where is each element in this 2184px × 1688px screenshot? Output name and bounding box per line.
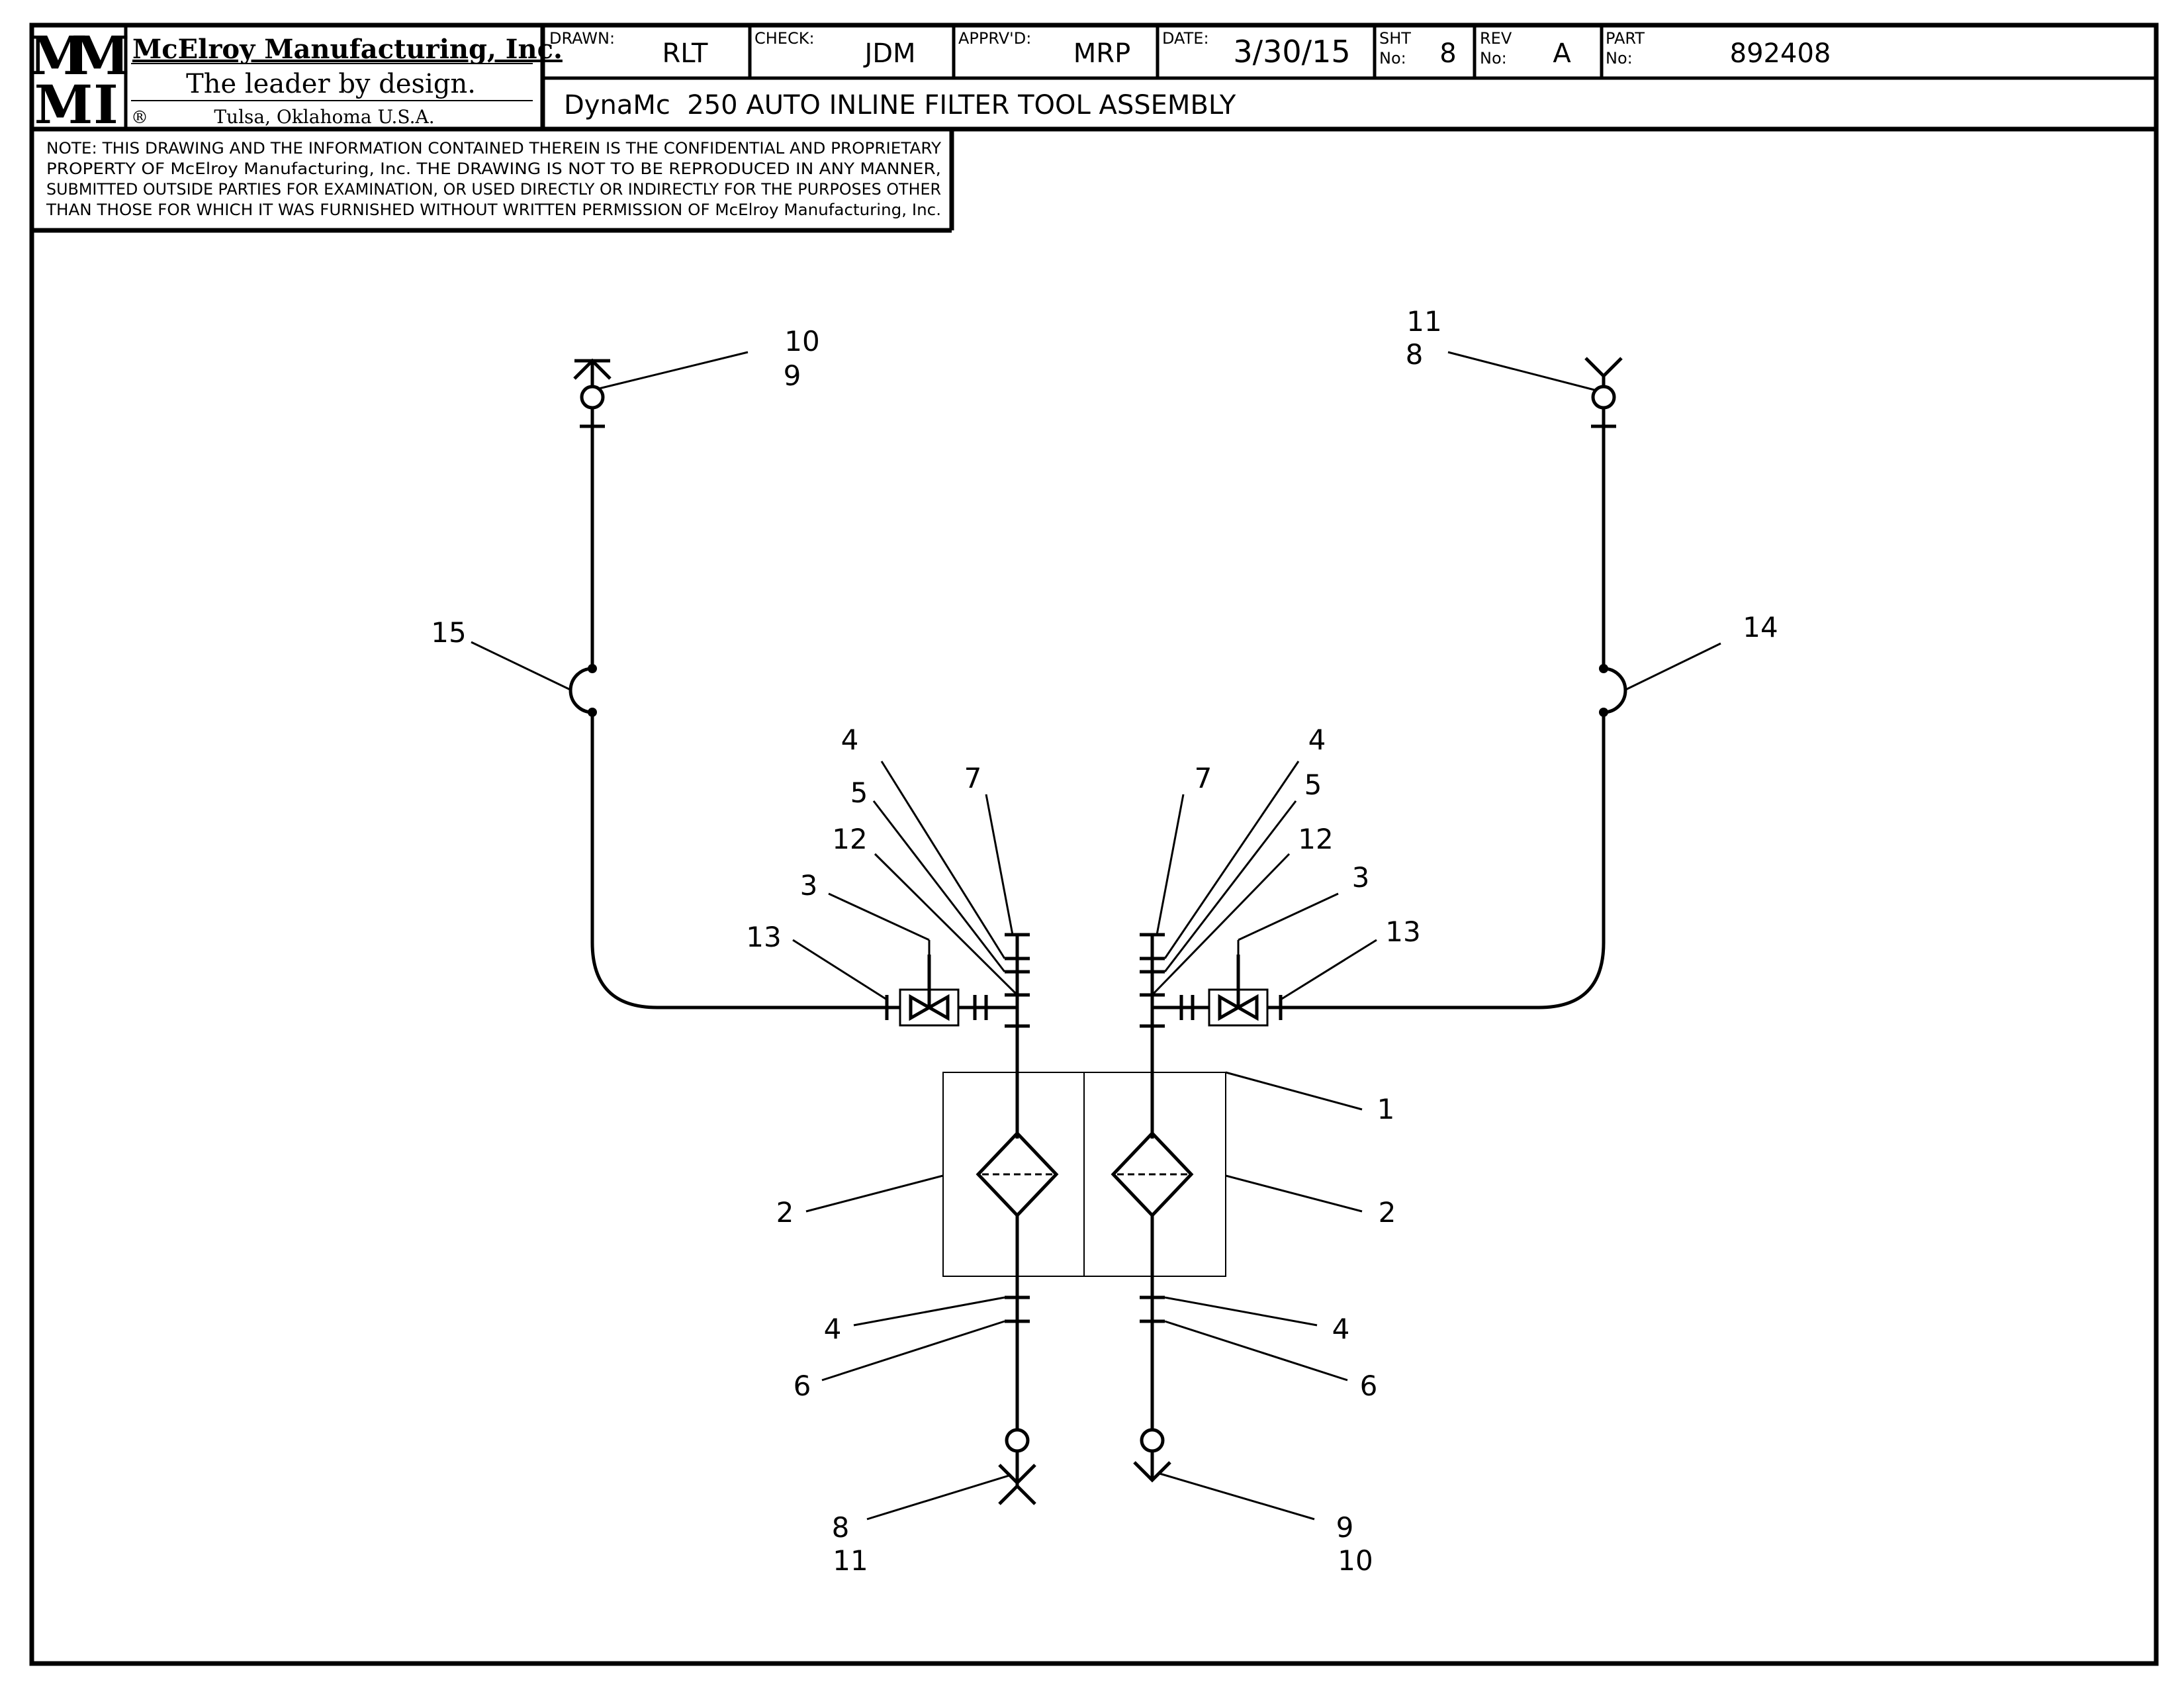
- title-block: M M M I McElroy Manufacturing, Inc. The …: [29, 24, 2156, 136]
- callout-right-3: 3: [1352, 861, 1370, 894]
- part-label-2: No:: [1606, 49, 1633, 68]
- confidentiality-note: NOTE: THIS DRAWING AND THE INFORMATION C…: [32, 129, 954, 233]
- callout-bottom-right-coupler-1: 9: [1336, 1511, 1354, 1544]
- logo-letter-4: I: [93, 73, 118, 136]
- callout-right-5: 5: [1304, 769, 1322, 801]
- left-filter-symbol: [976, 1131, 1059, 1430]
- callout-right-13: 13: [1385, 915, 1420, 948]
- callout-numbers: 10 9 11 8 15 14 4 5 12 3 13 7 4 5 12 3 1…: [431, 305, 1778, 1577]
- drawn-label: DRAWN:: [549, 29, 615, 48]
- mmi-logo: M M M I: [29, 24, 130, 136]
- callout-right-4: 4: [1308, 724, 1326, 756]
- callout-left-3: 3: [800, 869, 818, 902]
- top-right-coupler: [1584, 357, 1623, 418]
- left-fitting-stack: [1005, 933, 1030, 1139]
- sht-label-1: SHT: [1379, 29, 1411, 48]
- callout-bottom-left-6: 6: [794, 1370, 811, 1402]
- check-value: JDM: [862, 38, 915, 69]
- note-line-2: PROPERTY OF McElroy Manufacturing, Inc. …: [46, 160, 941, 178]
- part-value: 892408: [1730, 38, 1831, 69]
- callout-top-left-1: 10: [784, 325, 819, 357]
- registered-mark: ®: [131, 108, 148, 128]
- note-line-3: SUBMITTED OUTSIDE PARTIES FOR EXAMINATIO…: [46, 180, 941, 199]
- bottom-left-coupler: [998, 1428, 1036, 1505]
- company-name: McElroy Manufacturing, Inc.: [132, 34, 563, 65]
- note-line-4: THAN THOSE FOR WHICH IT WAS FURNISHED WI…: [46, 201, 941, 219]
- right-fitting-stack: [1140, 933, 1165, 1139]
- date-label: DATE:: [1162, 29, 1209, 48]
- sht-label-2: No:: [1379, 49, 1406, 68]
- callout-top-right-1: 11: [1406, 305, 1441, 338]
- callout-left-12: 12: [832, 823, 867, 855]
- callout-top-right-2: 8: [1406, 338, 1424, 371]
- callout-manifold: 1: [1377, 1093, 1395, 1125]
- logo-letter-1: M: [29, 24, 88, 87]
- callout-filter-right: 2: [1379, 1196, 1396, 1229]
- callout-left-5: 5: [850, 776, 868, 809]
- hydraulic-schematic: 10 9 11 8 15 14 4 5 12 3 13 7 4 5 12 3 1…: [431, 305, 1778, 1577]
- callout-bottom-left-coupler-2: 11: [833, 1544, 868, 1577]
- callout-right-12: 12: [1298, 823, 1333, 855]
- callout-bottom-left-coupler-1: 8: [832, 1511, 850, 1544]
- callout-bottom-right-6: 6: [1360, 1370, 1378, 1402]
- sht-value: 8: [1439, 38, 1456, 69]
- rev-label-1: REV: [1480, 29, 1512, 48]
- callout-left-7: 7: [964, 762, 982, 794]
- callout-left-13: 13: [746, 921, 781, 953]
- bottom-right-coupler: [1133, 1428, 1171, 1483]
- top-left-coupler: [573, 358, 612, 418]
- drawing-title: DynaMc 250 AUTO INLINE FILTER TOOL ASSEM…: [564, 90, 1236, 120]
- rev-label-2: No:: [1480, 49, 1507, 68]
- callout-right-7: 7: [1195, 762, 1212, 794]
- callout-bottom-left-4: 4: [824, 1313, 842, 1345]
- callout-bottom-right-coupler-2: 10: [1338, 1544, 1373, 1577]
- tagline: The leader by design.: [186, 69, 476, 99]
- right-filter-symbol: [1111, 1131, 1194, 1430]
- callout-bottom-right-4: 4: [1332, 1313, 1350, 1345]
- logo-letter-3: M: [34, 73, 93, 136]
- left-valve: [885, 955, 1017, 1027]
- date-value: 3/30/15: [1233, 34, 1350, 70]
- logo-letter-2: M: [71, 24, 130, 87]
- rev-value: A: [1553, 38, 1571, 69]
- check-label: CHECK:: [754, 29, 815, 48]
- drawn-value: RLT: [662, 38, 708, 69]
- callout-hose-right: 14: [1743, 611, 1778, 643]
- callout-filter-left: 2: [776, 1196, 794, 1229]
- filter-manifold: [942, 1072, 1226, 1430]
- part-label-1: PART: [1606, 29, 1645, 48]
- location: Tulsa, Oklahoma U.S.A.: [214, 106, 434, 128]
- callout-left-4: 4: [841, 724, 859, 756]
- right-hose-line: [1281, 418, 1627, 1009]
- leader-lines: [471, 351, 1721, 1521]
- apprvd-label: APPRV'D:: [958, 29, 1031, 48]
- callout-hose-left: 15: [431, 616, 466, 649]
- note-line-1: NOTE: THIS DRAWING AND THE INFORMATION C…: [46, 139, 941, 158]
- sheet-border: [29, 23, 2159, 1666]
- right-valve: [1152, 955, 1283, 1027]
- callout-top-left-2: 9: [784, 359, 801, 392]
- apprvd-value: MRP: [1073, 38, 1130, 69]
- left-hose-line: [569, 418, 887, 1009]
